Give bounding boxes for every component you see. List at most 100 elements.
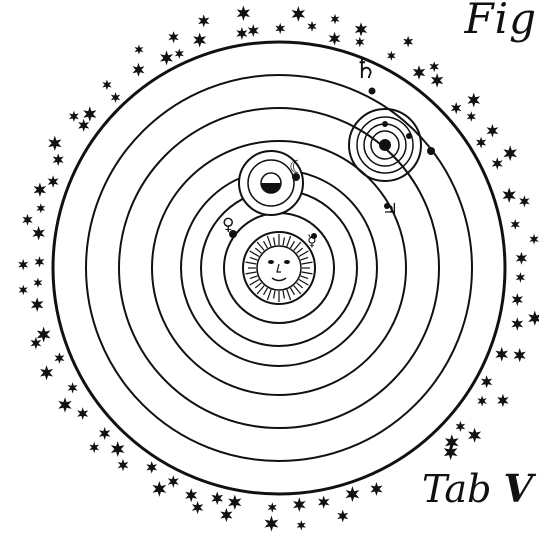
star-icon — [307, 21, 316, 32]
star-icon — [387, 51, 396, 61]
star-icon — [185, 488, 197, 502]
star-icon — [330, 14, 339, 25]
star-icon — [35, 256, 45, 267]
star-icon — [503, 188, 516, 203]
star-icon — [456, 421, 466, 432]
star-icon — [329, 32, 341, 46]
star-icon — [297, 520, 306, 530]
star-icon — [53, 153, 64, 166]
star-icon — [193, 33, 206, 48]
star-icon — [220, 508, 232, 522]
sun-face-icon — [243, 232, 315, 304]
table-label-numeral: V — [504, 466, 533, 511]
star-icon — [153, 481, 167, 497]
star-icon — [31, 297, 44, 312]
star-icon — [451, 102, 462, 114]
star-icon — [512, 293, 523, 306]
star-icon — [355, 22, 367, 36]
star-icon — [78, 119, 89, 132]
star-icon — [476, 137, 486, 149]
star-icon — [37, 203, 46, 213]
star-icon — [48, 175, 59, 188]
star-icon — [89, 442, 99, 453]
star-icon — [18, 259, 28, 271]
star-icon — [32, 226, 45, 240]
star-icon — [477, 396, 487, 407]
star-icon — [22, 214, 32, 226]
star-icon — [236, 27, 247, 40]
star-icon — [318, 496, 330, 509]
star-icon — [19, 285, 28, 296]
earth-icon — [261, 173, 281, 193]
venus-symbol: ♀ — [222, 215, 234, 235]
star-icon — [337, 510, 348, 523]
star-icon — [346, 486, 360, 502]
table-label: Tab V — [422, 466, 533, 511]
saturn-body — [369, 88, 376, 95]
saturn-symbol: ♄ — [354, 55, 377, 85]
star-icon — [503, 145, 517, 161]
star-icon — [198, 14, 209, 27]
star-icon — [445, 434, 459, 450]
star-icon — [511, 219, 520, 230]
jupiter-symbol: ♃ — [382, 200, 398, 221]
star-icon — [492, 157, 503, 170]
star-icon — [248, 24, 259, 37]
star-icon — [487, 124, 499, 138]
star-icon — [429, 61, 439, 72]
star-icon — [69, 111, 79, 122]
star-icon — [211, 491, 223, 505]
star-icon — [111, 441, 125, 457]
star-icon — [146, 461, 157, 474]
star-icon — [102, 80, 111, 91]
star-icon — [40, 365, 53, 380]
star-icon — [511, 317, 523, 331]
star-icon — [168, 31, 178, 43]
star-icon — [77, 407, 88, 420]
star-icon — [265, 516, 279, 532]
jupiter-body — [379, 139, 391, 151]
star-icon — [168, 475, 179, 488]
star-icon — [68, 382, 78, 393]
mercury-symbol: ☿ — [307, 231, 317, 250]
moon-symbol: ☾ — [289, 157, 305, 178]
star-icon — [275, 23, 285, 34]
star-icon — [99, 427, 110, 440]
star-icon — [135, 44, 144, 54]
star-icon — [34, 278, 43, 288]
star-icon — [519, 195, 529, 207]
star-icon — [34, 183, 47, 197]
star-icon — [370, 482, 382, 496]
star-icon — [37, 327, 51, 343]
star-icon — [467, 93, 480, 108]
table-label-text: Tab — [422, 467, 491, 511]
star-icon — [111, 92, 121, 103]
star-icon — [355, 37, 364, 48]
star-icon — [192, 501, 203, 514]
star-icon — [444, 444, 458, 460]
star-icon — [495, 347, 508, 362]
star-icon — [118, 459, 129, 471]
star-icon — [481, 375, 492, 388]
star-icon — [468, 428, 481, 443]
star-icon — [467, 111, 476, 122]
star-icon — [228, 495, 241, 510]
star-icon — [516, 252, 527, 265]
star-icon — [514, 348, 526, 362]
outer-planet-system — [349, 109, 435, 181]
star-icon — [497, 394, 508, 407]
star-icon — [175, 48, 184, 59]
star-icon — [54, 352, 64, 364]
star-icon — [31, 337, 42, 350]
star-icon — [160, 50, 173, 65]
star-icon — [268, 502, 277, 512]
star-icon — [529, 234, 538, 245]
star-icon — [48, 136, 61, 151]
figure-label: Fig — [465, 0, 537, 43]
star-icon — [292, 6, 306, 22]
star-icon — [413, 65, 426, 80]
star-icon — [132, 63, 144, 77]
star-icon — [237, 6, 250, 21]
